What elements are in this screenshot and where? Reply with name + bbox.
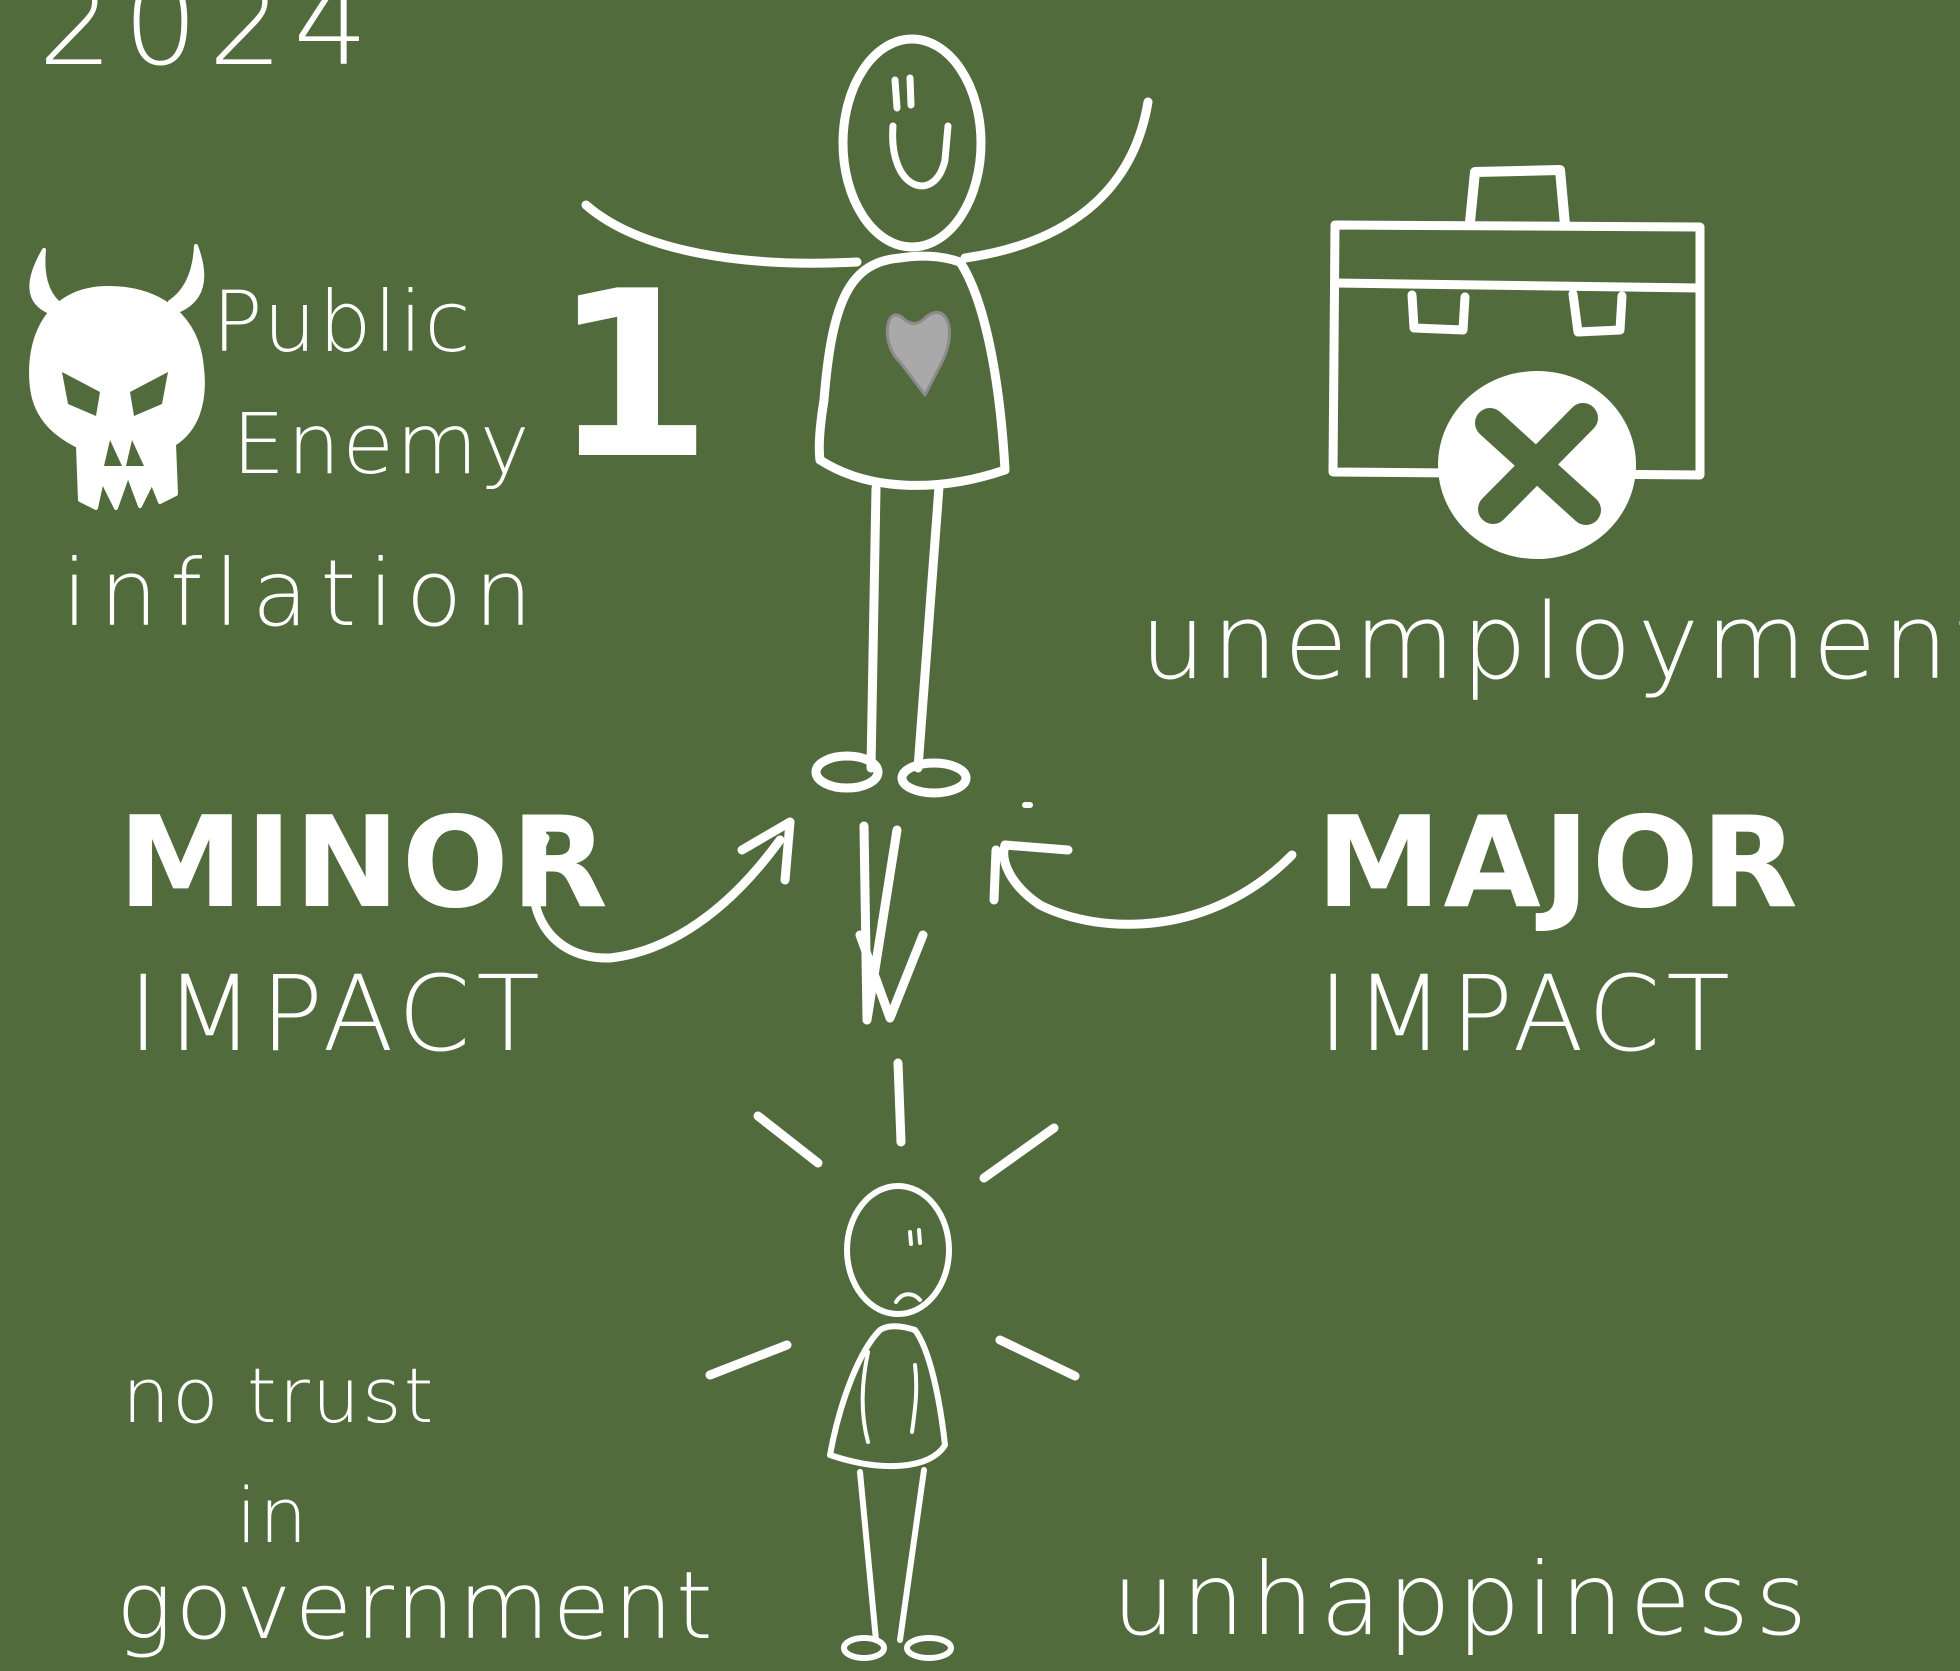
- x-circle-icon: [1438, 371, 1636, 559]
- major-arrow: [989, 802, 1297, 929]
- year-label: 2024: [38, 0, 379, 92]
- minor-title: MINOR: [118, 789, 610, 936]
- no-trust-line2: in: [236, 1471, 310, 1560]
- public-enemy-number: 1: [552, 243, 715, 510]
- major-title: MAJOR: [1316, 789, 1800, 936]
- sad-person-icon: [827, 1183, 954, 1661]
- burst-lines: [705, 1058, 1080, 1381]
- inflation-label: inflation: [62, 540, 545, 647]
- briefcase-icon: [1328, 165, 1705, 480]
- no-trust-line3: government: [116, 1552, 716, 1661]
- heart-icon: [885, 310, 952, 397]
- happy-person-icon: [581, 34, 1153, 798]
- down-arrow: [855, 821, 928, 1025]
- no-trust-line1: no trust: [122, 1351, 436, 1440]
- public-enemy-line2: Enemy: [232, 395, 532, 493]
- minor-arrow: [528, 817, 795, 963]
- unemployment-label: unemployment: [1140, 581, 1960, 703]
- unhappiness-label: unhappiness: [1112, 1541, 1814, 1658]
- major-impact-label: IMPACT: [1318, 953, 1736, 1075]
- minor-impact-label: IMPACT: [128, 953, 546, 1075]
- horned-skull-icon: [29, 244, 205, 510]
- public-enemy-line1: Public: [212, 273, 473, 371]
